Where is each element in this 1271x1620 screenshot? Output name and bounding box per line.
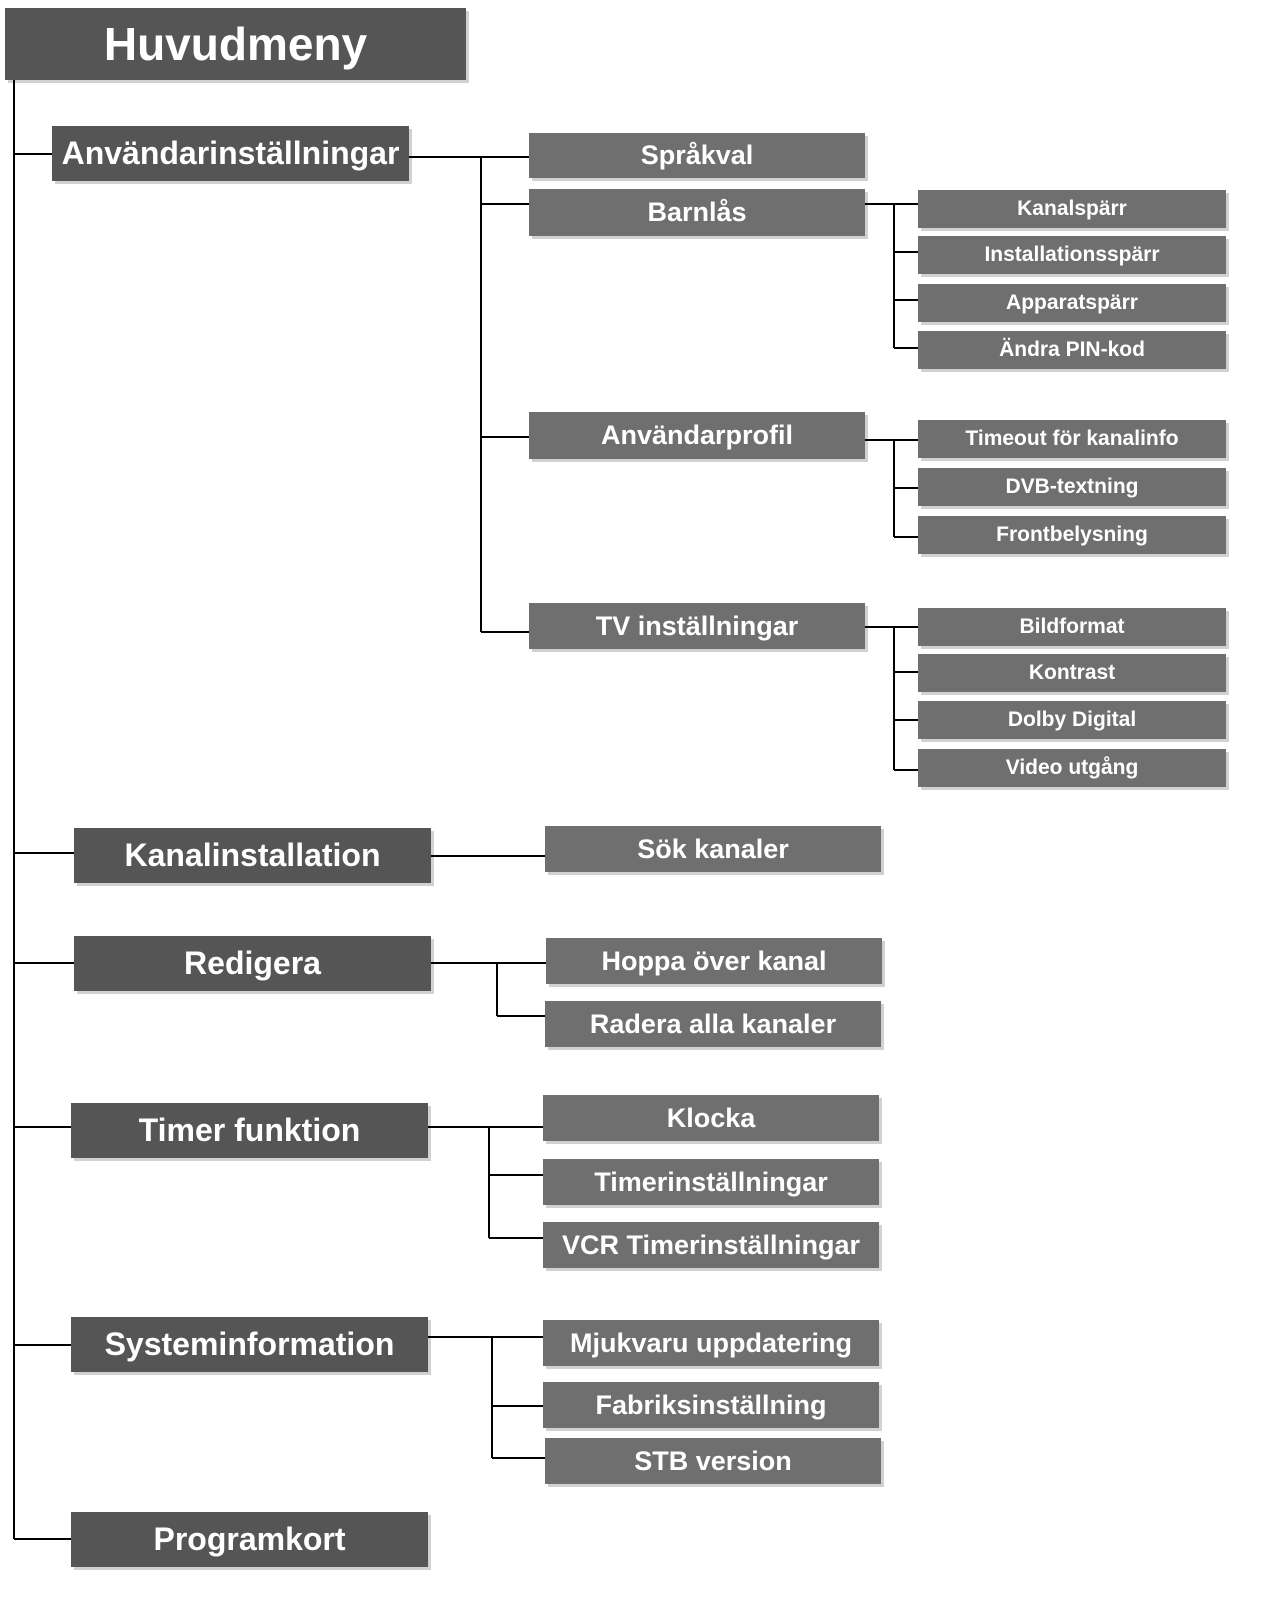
item-timerinstallningar: Timerinställningar [543, 1159, 879, 1205]
item-vcr-timerinstallningar: VCR Timerinställningar [543, 1222, 879, 1268]
item-radera-alla-kanaler: Radera alla kanaler [545, 1001, 881, 1047]
subitem-video-utgang: Video utgång [918, 749, 1226, 787]
subitem-dvb-textning: DVB-textning [918, 468, 1226, 506]
item-anvandarprofil: Användarprofil [529, 412, 865, 459]
item-tv-installningar: TV inställningar [529, 603, 865, 649]
subitem-andra-pin-kod: Ändra PIN-kod [918, 331, 1226, 369]
subitem-kontrast: Kontrast [918, 654, 1226, 692]
subitem-frontbelysning: Frontbelysning [918, 516, 1226, 554]
subitem-installationssparr: Installationsspärr [918, 236, 1226, 274]
section-redigera: Redigera [74, 936, 431, 991]
item-fabriksinstallning: Fabriksinställning [543, 1382, 879, 1428]
subitem-timeout-for-kanalinfo: Timeout för kanalinfo [918, 420, 1226, 458]
section-programkort: Programkort [71, 1512, 428, 1567]
subitem-apparatsparr: Apparatspärr [918, 284, 1226, 322]
item-hoppa-over-kanal: Hoppa över kanal [546, 938, 882, 984]
item-stb-version: STB version [545, 1438, 881, 1484]
subitem-dolby-digital: Dolby Digital [918, 701, 1226, 739]
item-mjukvaru-uppdatering: Mjukvaru uppdatering [543, 1320, 879, 1366]
section-kanalinstallation: Kanalinstallation [74, 828, 431, 883]
item-barnlas: Barnlås [529, 189, 865, 236]
section-timer-funktion: Timer funktion [71, 1103, 428, 1158]
item-sprakval: Språkval [529, 133, 865, 178]
subitem-kanalsparr: Kanalspärr [918, 190, 1226, 228]
root-node: Huvudmeny [5, 8, 466, 80]
section-anvandarinstallningar: Användarinställningar [52, 126, 409, 181]
item-klocka: Klocka [543, 1095, 879, 1141]
section-systeminformation: Systeminformation [71, 1317, 428, 1372]
subitem-bildformat: Bildformat [918, 608, 1226, 646]
item-sok-kanaler: Sök kanaler [545, 826, 881, 872]
